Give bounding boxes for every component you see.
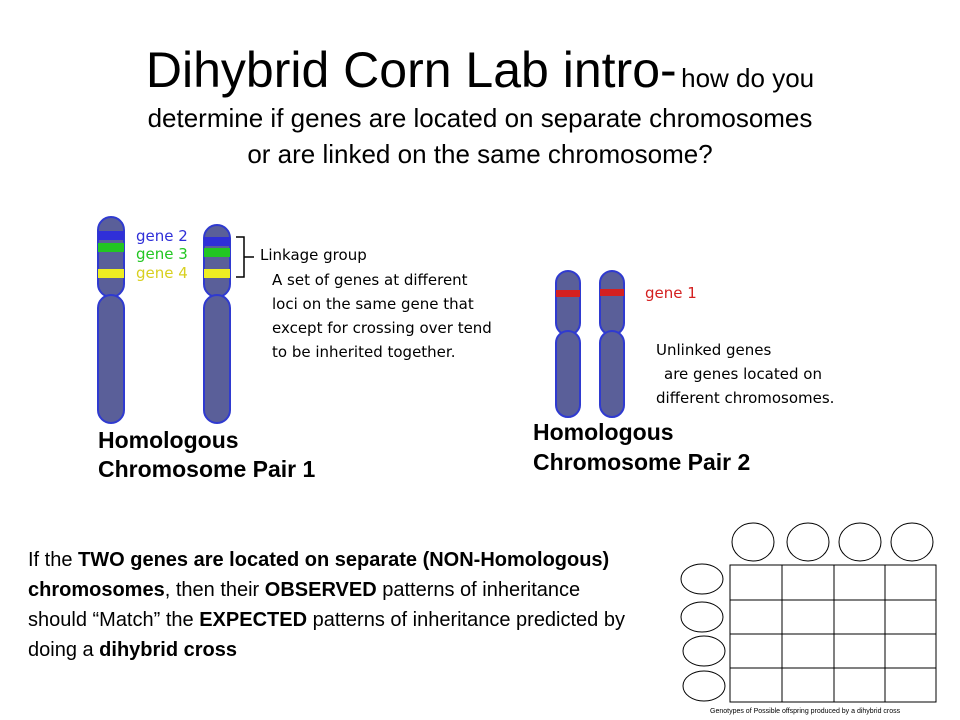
linkage-line-1: A set of genes at different [272, 271, 468, 289]
chromosome-diagram: gene 2 gene 3 gene 4 Linkage group A set… [97, 216, 834, 482]
body-bold-3: EXPECTED [199, 609, 308, 631]
body-bold-1: TWO genes are located on separate (NON-H… [28, 549, 610, 601]
band-gene1b [600, 289, 624, 296]
gene2-label: gene 2 [136, 227, 188, 245]
chromosome-1a [97, 216, 125, 424]
title-sub-line2: determine if genes are located on separa… [147, 103, 813, 133]
linkage-line-4: to be inherited together. [272, 343, 455, 361]
gene3-label: gene 3 [136, 245, 188, 263]
punnett-grid [729, 564, 937, 703]
body-text-2: , then their [164, 579, 265, 601]
linkage-title: Linkage group [260, 246, 367, 264]
body-bold-2: OBSERVED [264, 579, 377, 601]
title-sub-line3: or are linked on the same chromosome? [247, 139, 713, 169]
band-gene3 [98, 243, 124, 252]
title-sub-part1: how do you [681, 63, 815, 93]
unlinked-line-3: different chromosomes. [656, 389, 834, 407]
title-main: Dihybrid Corn Lab intro- [145, 42, 677, 98]
band-gene4 [98, 269, 124, 278]
body-text-1: If the [28, 549, 79, 571]
unlinked-line-2: are genes located on [664, 365, 822, 383]
pair1-chromosomes [97, 216, 231, 424]
pair1-label-line2: Chromosome Pair 1 [98, 456, 315, 482]
explanation-text: If the TWO genes are located on separate… [28, 545, 628, 665]
gene1-label: gene 1 [645, 284, 697, 302]
page-title: Dihybrid Corn Lab intro- how do you dete… [0, 40, 960, 172]
band-gene2 [98, 231, 124, 240]
pair1-label-line1: Homologous [98, 427, 239, 453]
chromosome-1b [203, 224, 231, 424]
band-gene4b [204, 269, 230, 278]
pair2-label-line1: Homologous [533, 419, 674, 445]
body-text-3: patterns of inheritance should “Match” t… [28, 579, 581, 631]
chromosome-2b [599, 270, 625, 418]
chromosome-2a [555, 270, 581, 418]
body-text-4: patterns of inheritance predicted by doi… [28, 609, 625, 661]
unlinked-line-1: Unlinked genes [656, 341, 771, 359]
band-gene3b [204, 248, 230, 257]
punnett-square: Genotypes of Possible offspring produced… [680, 522, 937, 715]
band-gene2b [204, 237, 230, 246]
band-gene1a [556, 290, 580, 297]
pair2-label-line2: Chromosome Pair 2 [533, 449, 750, 475]
linkage-bracket [236, 236, 254, 278]
body-bold-4: dihybrid cross [99, 639, 237, 661]
gamete-circles-top [731, 522, 934, 562]
gene4-label: gene 4 [136, 264, 188, 282]
gamete-circles-left [680, 563, 726, 702]
linkage-line-2: loci on the same gene that [272, 295, 474, 313]
pair2-chromosomes [555, 270, 625, 418]
punnett-caption: Genotypes of Possible offspring produced… [710, 708, 901, 715]
linkage-line-3: except for crossing over tend [272, 319, 492, 337]
